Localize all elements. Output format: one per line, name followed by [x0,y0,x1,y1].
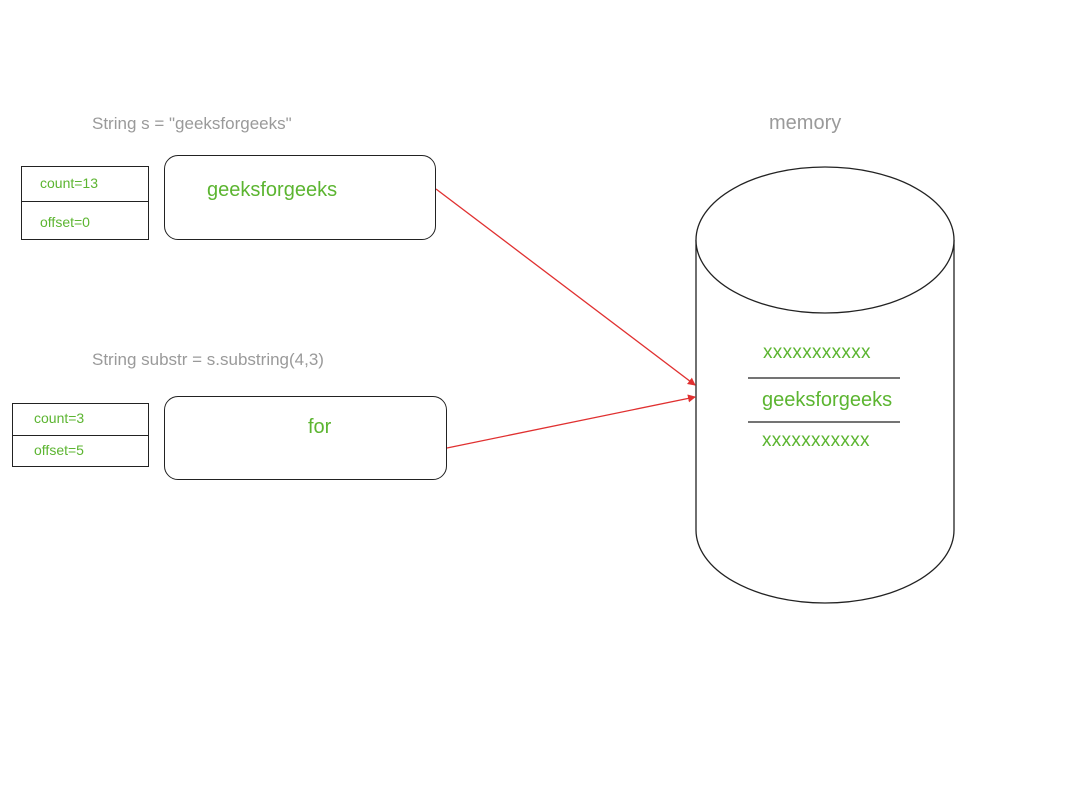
substr-metadata-box: count=3 offset=5 [12,403,149,467]
memory-row-upper: xxxxxxxxxxx [763,342,871,363]
string-s-count: count=13 [40,175,98,191]
string-s-value-box: geeksforgeeks [164,155,436,240]
substr-offset: offset=5 [34,442,84,458]
arrow-substr-to-memory [446,394,696,449]
substr-metadata-divider [13,435,148,436]
string-s-offset: offset=0 [40,214,90,230]
memory-row-lower: xxxxxxxxxxx [762,430,870,451]
string-substr-declaration: String substr = s.substring(4,3) [92,350,324,369]
memory-heading: memory [769,112,842,134]
substr-count: count=3 [34,410,85,426]
substr-value-box: for [164,396,447,480]
memory-row-string: geeksforgeeks [762,389,893,411]
string-s-value: geeksforgeeks [207,179,338,201]
memory-cylinder-top [695,166,955,314]
string-s-metadata-box: count=13 offset=0 [21,166,149,240]
memory-cylinder [695,166,955,604]
substr-value: for [308,416,332,438]
arrow-s-to-memory [435,188,696,386]
string-s-declaration: String s = "geeksforgeeks" [92,114,292,133]
string-s-metadata-divider [22,201,148,202]
